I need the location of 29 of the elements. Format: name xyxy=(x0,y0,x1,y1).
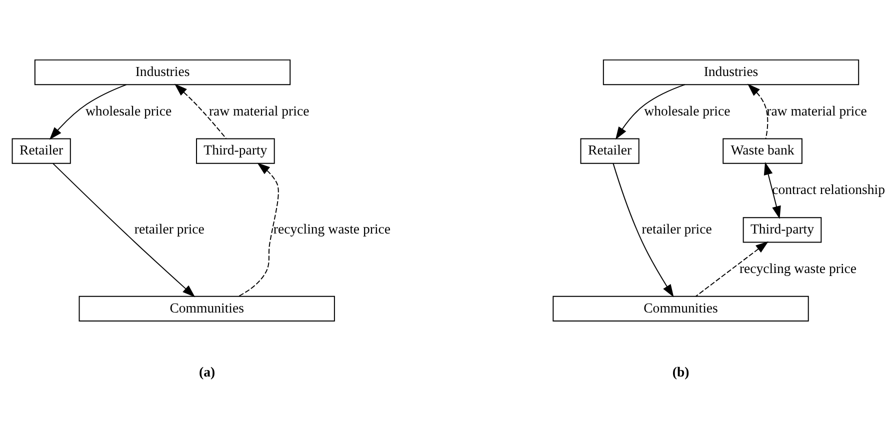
node-box: Communities xyxy=(552,296,809,322)
node-box: Waste bank xyxy=(722,138,802,164)
node-box: Communities xyxy=(78,296,335,322)
edge-label: recycling waste price xyxy=(739,260,857,276)
arrow xyxy=(52,163,196,298)
edge-label: recycling waste price xyxy=(273,222,391,237)
node-box: Retailer xyxy=(12,138,71,164)
edge-label: retailer price xyxy=(642,222,712,237)
node-box: Third-party xyxy=(742,217,822,243)
node-box: Industries xyxy=(34,59,291,86)
arrow xyxy=(174,84,227,139)
arrow xyxy=(49,84,127,140)
edge-label: contract relationship xyxy=(772,182,885,198)
edge-label: wholesale price xyxy=(85,103,172,118)
arrow xyxy=(615,84,686,140)
edge-label: raw material price xyxy=(766,103,867,118)
label: (a) xyxy=(198,364,216,380)
edge-label: retailer price xyxy=(134,222,204,237)
arrow xyxy=(612,162,674,298)
label: (b) xyxy=(672,364,690,380)
arrow xyxy=(747,84,768,140)
arrow xyxy=(238,162,279,297)
edge-label: wholesale price xyxy=(644,103,730,118)
arrow xyxy=(764,162,781,219)
edge-label: raw material price xyxy=(208,103,310,118)
node-box: Industries xyxy=(602,59,860,86)
arrow xyxy=(695,241,768,297)
node-box: Retailer xyxy=(580,138,640,164)
node-box: Third-party xyxy=(196,138,275,164)
